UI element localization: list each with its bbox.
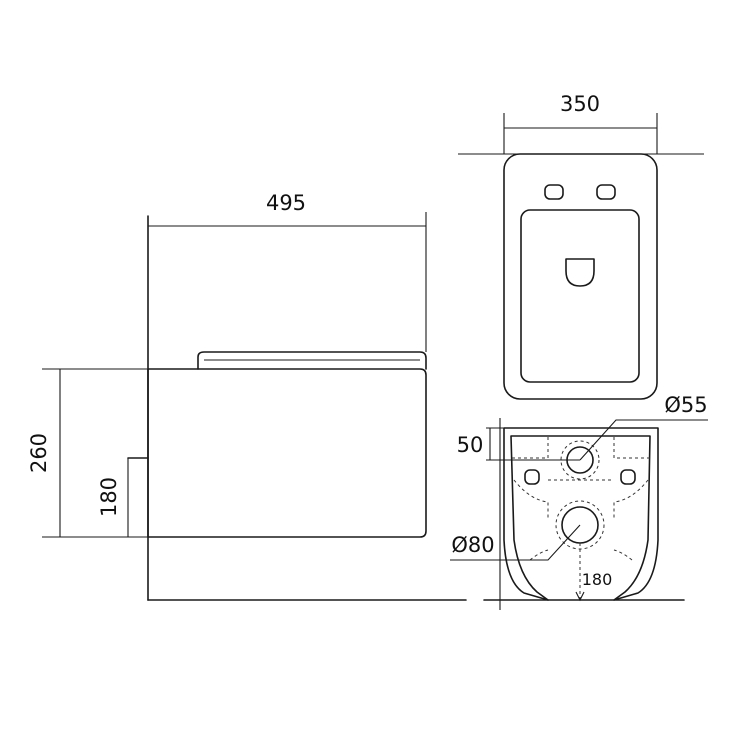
rear-body-outline (503, 427, 659, 601)
dim-label-495: 495 (266, 191, 306, 215)
rear-view: 180 50 Ø55 Ø80 (450, 393, 708, 610)
dim-label-180-side: 180 (97, 477, 121, 517)
rear-inlet-dashed-ring (560, 440, 600, 480)
dim-label-260: 260 (27, 433, 51, 473)
rear-dash-upper-right (613, 436, 650, 459)
dim-label-350: 350 (560, 92, 600, 116)
side-view: 495 260 180 (27, 191, 467, 601)
leader-80 (450, 524, 581, 561)
side-bowl-outline (147, 368, 427, 538)
dim-label-180-rear: 180 (582, 570, 613, 589)
dim-label-50: 50 (457, 433, 484, 457)
top-bowl-outline (503, 153, 658, 400)
leader-55 (579, 419, 708, 461)
top-hinge-right (596, 184, 616, 200)
top-hinge-left (544, 184, 564, 200)
side-seat-outline (197, 351, 427, 370)
rear-dash-low-left (529, 549, 549, 561)
top-view: 350 (458, 92, 704, 400)
rear-dash-upper-left (512, 436, 549, 459)
rear-dash-mid-left (513, 479, 549, 520)
rear-fixing-hole-left (524, 469, 540, 485)
rear-dash-mid-right (613, 479, 649, 520)
rear-arrow-down (575, 591, 585, 602)
top-outlet-opening (565, 258, 595, 287)
top-seat-outline (520, 209, 640, 383)
rear-fixing-hole-right (620, 469, 636, 485)
dim-label-o55: Ø55 (664, 393, 707, 417)
rear-dash-low-right (613, 549, 633, 561)
dim-label-o80: Ø80 (451, 533, 494, 557)
